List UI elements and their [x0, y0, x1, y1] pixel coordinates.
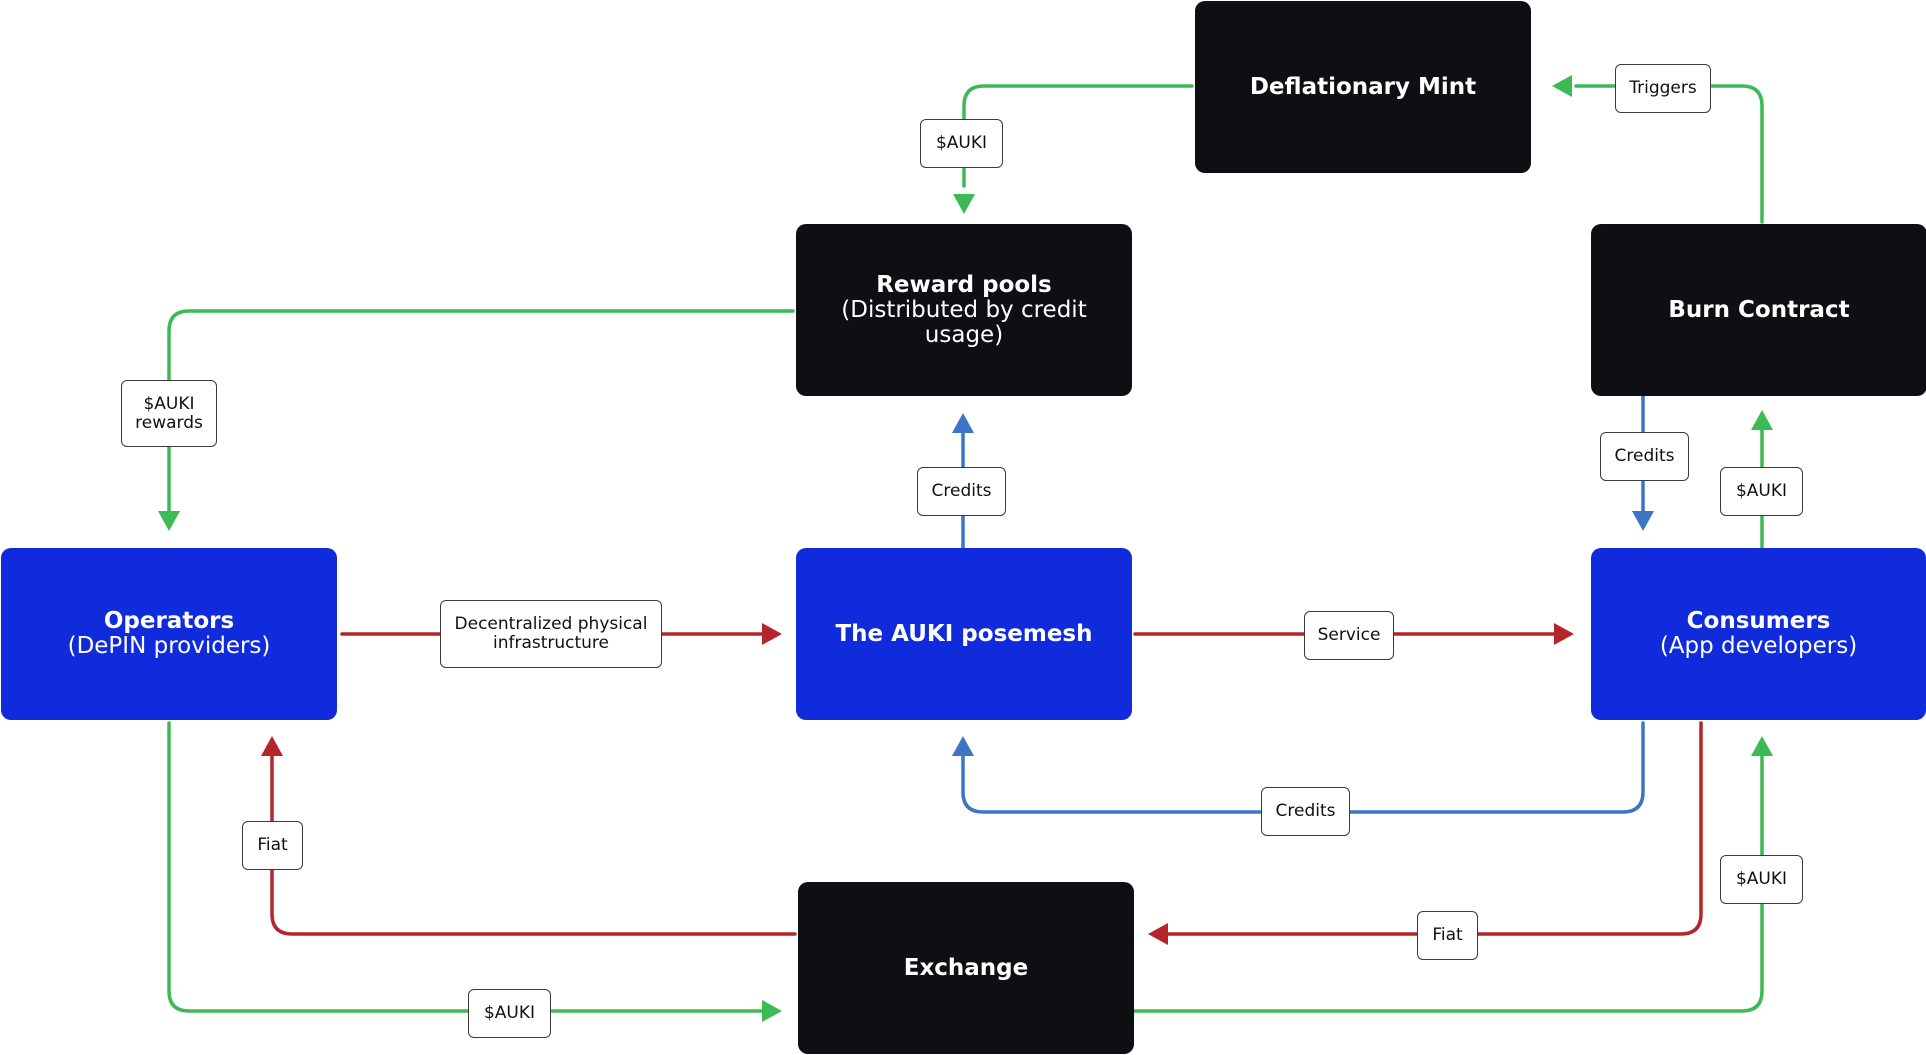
- edge-label-text: $AUKI: [935, 133, 988, 153]
- node-burn-contract[interactable]: Burn Contract: [1591, 224, 1926, 396]
- node-auki-posemesh[interactable]: The AUKI posemesh: [796, 548, 1132, 720]
- edge-label-consumers-to-burn: $AUKI: [1720, 467, 1803, 516]
- edge-label-line: infrastructure: [492, 633, 610, 653]
- edge-label-operators-to-posemesh: Decentralized physical infrastructure: [440, 600, 662, 668]
- edge-label-posemesh-to-rewards: Credits: [917, 467, 1006, 516]
- arrowhead-posemesh-to-rewards: [952, 413, 974, 433]
- node-title: Operators: [103, 608, 235, 634]
- edge-label-text: Service: [1317, 625, 1381, 645]
- node-reward-pools[interactable]: Reward pools (Distributed by credit usag…: [796, 224, 1132, 396]
- arrowhead-exchange-to-consumers: [1751, 736, 1773, 756]
- edge-burn-triggers-mint: [1574, 84, 1764, 224]
- node-subtitle: (App developers): [1659, 633, 1858, 659]
- arrowhead-posemesh-to-consumers: [1554, 623, 1574, 645]
- edge-label-text: Credits: [1275, 801, 1336, 821]
- node-title: Consumers: [1686, 608, 1831, 634]
- arrowhead-consumers-to-burn: [1751, 410, 1773, 430]
- arrowhead-consumers-to-posemesh: [952, 736, 974, 756]
- edge-label-text: Credits: [1614, 446, 1675, 466]
- edge-exchange-to-consumers: [1131, 754, 1764, 1013]
- edge-label-posemesh-to-consumers: Service: [1304, 611, 1394, 660]
- node-title: Deflationary Mint: [1249, 73, 1477, 100]
- edge-label-operators-to-exchange: $AUKI: [468, 989, 551, 1038]
- edge-label-exchange-to-operators: Fiat: [242, 821, 303, 870]
- edge-label-rewards-to-operators: $AUKI rewards: [121, 380, 217, 447]
- edge-operators-to-exchange: [167, 721, 765, 1013]
- node-title: Exchange: [903, 954, 1029, 981]
- edge-label-line: rewards: [135, 412, 203, 433]
- edge-label-text: Fiat: [257, 835, 288, 855]
- arrowhead-rewards-to-operators: [158, 511, 180, 531]
- edge-label-text: Credits: [931, 481, 992, 501]
- arrowhead-mint-to-rewards: [953, 194, 975, 214]
- arrowhead-burn-triggers-mint: [1552, 75, 1572, 97]
- edge-label-burn-to-consumers: Credits: [1600, 432, 1689, 481]
- arrowhead-consumers-to-exchange: [1148, 923, 1168, 945]
- edge-label-text: $AUKI: [1735, 481, 1788, 501]
- edge-label-line: Decentralized physical: [454, 614, 648, 634]
- edge-label-mint-to-rewards: $AUKI: [920, 119, 1003, 168]
- edge-label-text: $AUKI: [1735, 869, 1788, 889]
- arrowhead-burn-to-consumers: [1632, 511, 1654, 531]
- node-exchange[interactable]: Exchange: [798, 882, 1134, 1054]
- edge-label-consumers-to-posemesh: Credits: [1261, 787, 1350, 836]
- arrowhead-exchange-to-operators: [261, 736, 283, 756]
- node-consumers[interactable]: Consumers (App developers): [1591, 548, 1926, 720]
- node-subtitle: (Distributed by credit usage): [841, 296, 1087, 348]
- edge-label-consumers-to-exchange: Fiat: [1417, 911, 1478, 960]
- edge-label-exchange-to-consumers: $AUKI: [1720, 855, 1803, 904]
- edge-mint-to-rewards: [962, 84, 1194, 188]
- node-operators[interactable]: Operators (DePIN providers): [1, 548, 337, 720]
- node-deflationary-mint[interactable]: Deflationary Mint: [1195, 1, 1531, 173]
- arrowhead-operators-to-exchange: [762, 1000, 782, 1022]
- arrowhead-operators-to-posemesh: [762, 623, 782, 645]
- edge-label-line: $AUKI: [143, 393, 195, 414]
- node-title: The AUKI posemesh: [835, 620, 1093, 647]
- edge-label-burn-triggers-mint: Triggers: [1615, 64, 1711, 113]
- edge-consumers-to-exchange: [1165, 721, 1703, 936]
- edge-label-text: Triggers: [1629, 78, 1697, 98]
- edge-label-text: Fiat: [1432, 925, 1463, 945]
- edge-rewards-to-operators: [167, 309, 795, 514]
- node-subtitle: (DePIN providers): [67, 633, 271, 659]
- node-title: Reward pools: [876, 271, 1052, 298]
- node-title: Burn Contract: [1668, 296, 1850, 323]
- edge-exchange-to-operators: [270, 754, 797, 936]
- edge-label-text: $AUKI: [483, 1003, 536, 1023]
